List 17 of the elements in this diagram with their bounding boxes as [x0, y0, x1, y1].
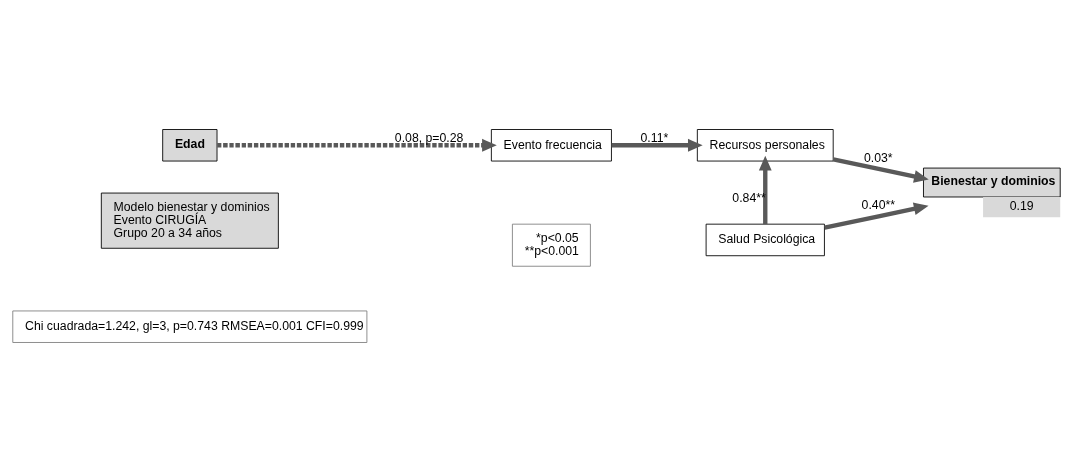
edge-label: 0.40**	[861, 198, 896, 213]
node-box: Evento frecuencia	[490, 129, 612, 162]
node-box: *p<0.05 **p<0.001	[511, 223, 591, 267]
node-box: Salud Psicológica	[705, 223, 825, 257]
arrow	[611, 138, 703, 152]
node-box: Recursos personales	[696, 129, 834, 162]
node-box: Chi cuadrada=1.242, gl=3, p=0.743 RMSEA=0.001 CFI=0.999	[12, 310, 368, 343]
arrow	[832, 157, 929, 183]
edge-label: 0.11*	[640, 130, 669, 145]
edge-label: 0.08, p=0.28	[394, 130, 464, 145]
arrow	[758, 155, 772, 225]
arrow	[824, 202, 929, 230]
arrow	[217, 138, 497, 152]
edge-label: 0.03*	[864, 151, 893, 166]
node-box: Modelo bienestar y dominios Evento CIRUGÍA Grupo 20 a 34 años	[100, 192, 279, 249]
node-label: 0.19	[1009, 199, 1034, 214]
node-box: Edad	[162, 129, 218, 162]
